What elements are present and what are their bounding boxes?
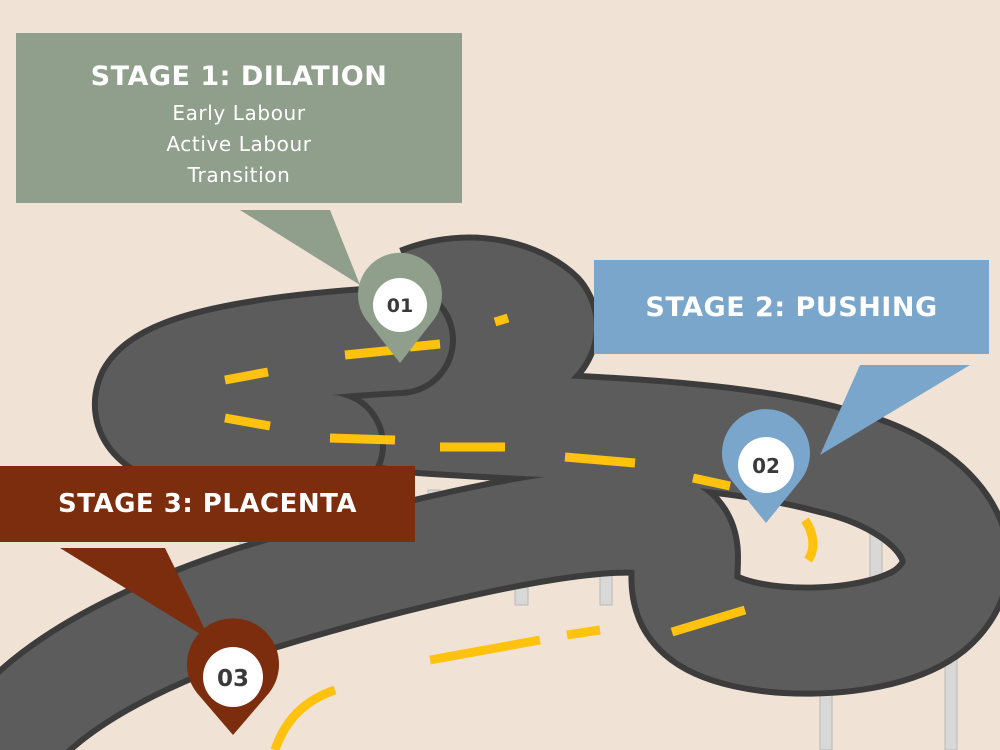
stage2-title: STAGE 2: PUSHING (645, 292, 937, 323)
stage1-item-active: Active Labour (16, 129, 462, 160)
marker-02-label: 02 (752, 454, 780, 478)
stage1-item-transition: Transition (16, 160, 462, 191)
stage1-pointer (240, 210, 360, 285)
stage2-callout: STAGE 2: PUSHING (594, 260, 989, 354)
stage1-item-early: Early Labour (16, 98, 462, 129)
stage1-callout: STAGE 1: DILATION Early Labour Active La… (16, 33, 462, 203)
marker-03-label: 03 (217, 666, 249, 692)
stage3-callout: STAGE 3: PLACENTA (0, 466, 415, 542)
marker-01-label: 01 (387, 295, 413, 317)
stage1-title: STAGE 1: DILATION (16, 61, 462, 92)
marker-03-pin: 03 (187, 618, 279, 735)
stage3-title: STAGE 3: PLACENTA (58, 489, 357, 519)
